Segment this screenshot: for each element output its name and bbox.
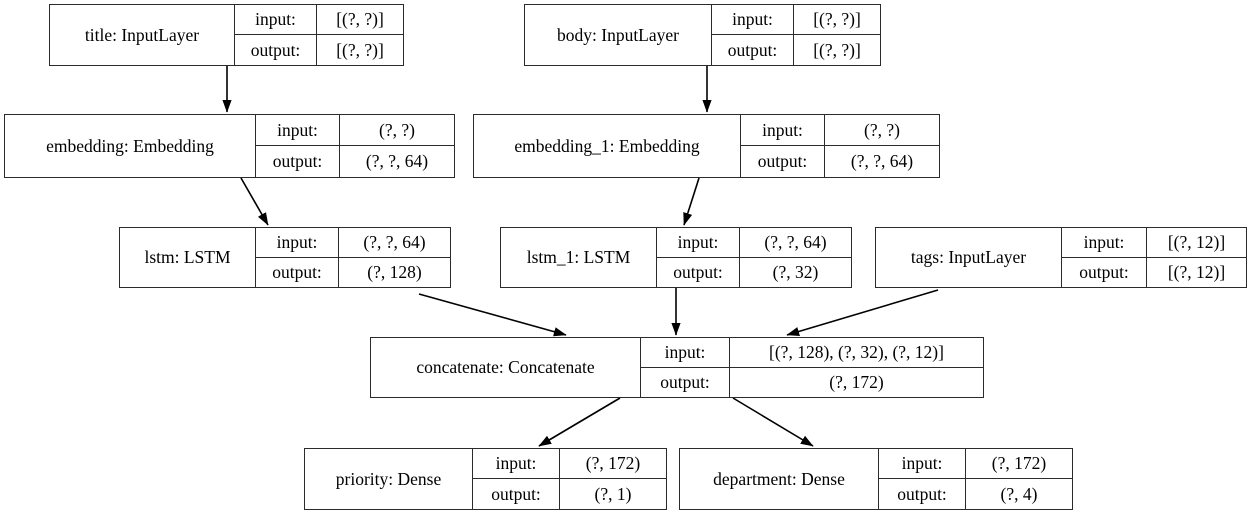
edge-tags-to-concatenate — [786, 289, 939, 336]
io-label-input: input: — [641, 338, 730, 367]
io-label-output: output: — [741, 146, 825, 177]
io-row-output: output: (?, 32) — [657, 257, 851, 287]
layer-node-name: lstm_1: LSTM — [501, 228, 657, 287]
io-value-output: (?, 4) — [1000, 483, 1038, 504]
io-row-output: output: [(?, ?)] — [712, 35, 880, 65]
io-row-input: input: [(?, ?)] — [712, 5, 880, 35]
io-label-input: input: — [712, 5, 794, 34]
io-row-output: output: [(?, 12)] — [1062, 257, 1246, 287]
io-label-output: output: — [879, 479, 966, 509]
layer-node-name: tags: InputLayer — [876, 228, 1062, 287]
io-row-output: output: (?, 4) — [879, 479, 1072, 509]
io-value-input: (?, ?, 64) — [764, 231, 827, 252]
io-label-input: input: — [256, 228, 339, 257]
layer-node-io: input: [(?, 12)] output: [(?, 12)] — [1062, 228, 1246, 287]
io-row-input: input: (?, ?) — [741, 115, 939, 146]
io-row-input: input: (?, 172) — [473, 449, 666, 479]
layer-node-name: lstm: LSTM — [120, 228, 256, 287]
io-label-output: output: — [256, 257, 339, 287]
io-row-input: input: (?, ?) — [256, 115, 454, 146]
io-label-output: output: — [712, 35, 794, 65]
edge-embedding-1-to-lstm-1 — [683, 177, 700, 226]
layer-node-name: concatenate: Concatenate — [371, 338, 641, 397]
io-row-output: output: (?, 172) — [641, 367, 983, 397]
layer-node-io: input: (?, 172) output: (?, 4) — [879, 449, 1072, 509]
io-row-input: input: [(?, ?)] — [235, 5, 403, 35]
layer-node-io: input: (?, ?, 64) output: (?, 32) — [657, 228, 851, 287]
io-label-output: output: — [473, 479, 560, 509]
io-value-output: [(?, ?)] — [336, 39, 384, 60]
layer-node-name: body: InputLayer — [525, 5, 712, 65]
io-value-input: [(?, ?)] — [336, 9, 384, 29]
io-value-input: (?, 172) — [585, 453, 641, 473]
io-value-output: (?, 1) — [594, 483, 632, 504]
io-value-output: (?, ?, 64) — [850, 151, 914, 171]
io-label-input: input: — [235, 5, 317, 34]
io-label-input: input: — [879, 449, 966, 478]
io-row-input: input: [(?, 12)] — [1062, 228, 1246, 258]
io-label-input: input: — [256, 115, 340, 145]
io-value-input: (?, ?) — [379, 119, 415, 140]
io-label-output: output: — [657, 257, 740, 287]
layer-node-name: embedding_1: Embedding — [474, 115, 741, 177]
io-row-output: output: (?, ?, 64) — [741, 146, 939, 177]
io-row-output: output: (?, 1) — [473, 479, 666, 509]
layer-node-name: department: Dense — [680, 449, 879, 509]
io-label-output: output: — [235, 35, 317, 65]
io-value-input: [(?, 12)] — [1167, 231, 1226, 252]
layer-node-io: input: [(?, ?)] output: [(?, ?)] — [235, 5, 403, 65]
layer-node-io: input: (?, ?) output: (?, ?, 64) — [741, 115, 939, 177]
layer-node-name: title: InputLayer — [50, 5, 235, 65]
layer-node-io: input: [(?, 128), (?, 32), (?, 12)] output… — [641, 338, 983, 397]
layer-node-name: embedding: Embedding — [5, 115, 256, 177]
io-label-input: input: — [473, 449, 560, 478]
layer-node-io: input: (?, ?) output: (?, ?, 64) — [256, 115, 454, 177]
io-row-output: output: (?, ?, 64) — [256, 146, 454, 177]
io-value-output: (?, 128) — [367, 261, 422, 282]
edge-embedding-to-lstm — [240, 177, 269, 226]
layer-node-io: input: (?, 172) output: (?, 1) — [473, 449, 666, 509]
io-row-output: output: (?, 128) — [256, 257, 450, 287]
io-row-input: input: (?, ?, 64) — [657, 228, 851, 258]
layer-node-io: input: (?, ?, 64) output: (?, 128) — [256, 228, 450, 287]
io-label-output: output: — [641, 367, 730, 397]
io-label-output: output: — [1062, 257, 1147, 287]
edge-lstm-to-concatenate — [418, 293, 567, 337]
io-value-input: (?, ?) — [864, 119, 900, 140]
io-value-input: (?, 172) — [991, 453, 1047, 473]
io-value-input: [(?, ?)] — [813, 9, 861, 29]
io-label-output: output: — [256, 146, 340, 177]
io-row-input: input: [(?, 128), (?, 32), (?, 12)] — [641, 338, 983, 368]
io-value-output: (?, ?, 64) — [365, 151, 429, 171]
io-row-output: output: [(?, ?)] — [235, 35, 403, 65]
io-label-input: input: — [741, 115, 825, 145]
io-value-output: (?, 172) — [829, 371, 884, 392]
layer-node-io: input: [(?, ?)] output: [(?, ?)] — [712, 5, 880, 65]
io-value-input: [(?, 128), (?, 32), (?, 12)] — [769, 341, 944, 362]
edge-concatenate-to-priority — [538, 397, 621, 447]
io-row-input: input: (?, ?, 64) — [256, 228, 450, 258]
layer-node-name: priority: Dense — [305, 449, 473, 509]
io-value-output: [(?, ?)] — [813, 39, 861, 60]
io-row-input: input: (?, 172) — [879, 449, 1072, 479]
io-value-output: (?, 32) — [772, 261, 819, 282]
io-label-input: input: — [1062, 228, 1147, 257]
io-value-output: [(?, 12)] — [1167, 261, 1226, 282]
io-value-input: (?, ?, 64) — [363, 231, 426, 252]
edge-concatenate-to-department — [732, 397, 814, 447]
io-label-input: input: — [657, 228, 740, 257]
